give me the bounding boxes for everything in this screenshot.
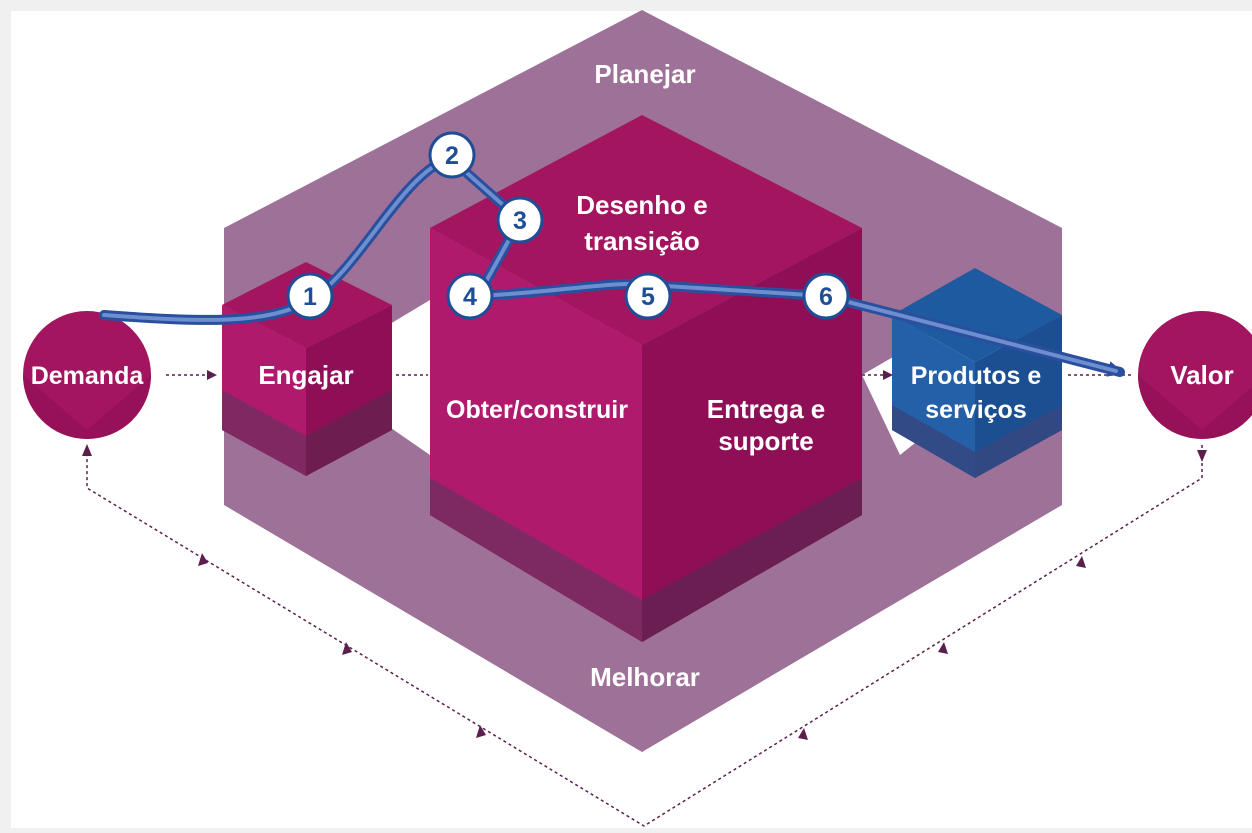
feedback-arrowheads	[82, 444, 1207, 740]
design-label-line1: Desenho e	[576, 190, 708, 220]
design-label-line2: transição	[584, 226, 700, 256]
value-stream-path	[99, 153, 1125, 377]
step-2-marker: 2	[428, 131, 476, 179]
value-circle	[1138, 311, 1252, 439]
demand-label: Demanda	[31, 362, 145, 390]
improve-label: Melhorar	[590, 662, 700, 692]
demand-circle	[23, 311, 151, 439]
step-6-marker: 6	[802, 272, 850, 320]
step-5-label: 5	[641, 283, 655, 311]
obtain-label: Obter/construir	[446, 396, 628, 424]
products-label-line1: Produtos e	[911, 362, 1042, 390]
engage-cube	[222, 262, 392, 476]
products-label-line2: serviços	[925, 396, 1026, 424]
feedback-loop	[86, 445, 1203, 827]
step-2-label: 2	[445, 142, 459, 170]
plan-label: Planejar	[594, 59, 695, 89]
step-4-marker: 4	[446, 272, 494, 320]
step-6-label: 6	[819, 283, 833, 311]
engage-label: Engajar	[258, 360, 353, 390]
products-hexagon	[892, 268, 1062, 478]
step-1-marker: 1	[286, 272, 334, 320]
value-label: Valor	[1170, 360, 1234, 390]
step-5-marker: 5	[624, 272, 672, 320]
deliver-label-line2: suporte	[718, 426, 813, 456]
step-3-label: 3	[513, 207, 527, 235]
deliver-label-line1: Entrega e	[707, 394, 826, 424]
step-3-marker: 3	[496, 196, 544, 244]
step-1-label: 1	[303, 283, 317, 311]
step-4-label: 4	[463, 283, 477, 311]
